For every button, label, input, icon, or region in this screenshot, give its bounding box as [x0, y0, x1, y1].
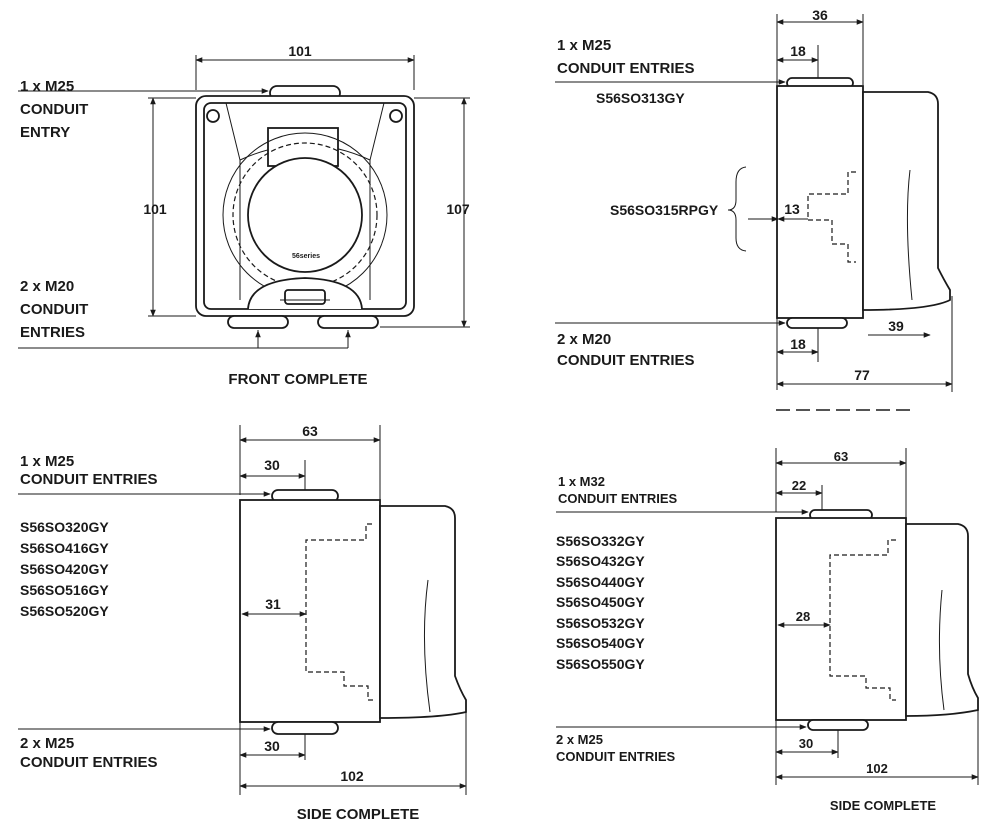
front-caption: FRONT COMPLETE	[228, 371, 367, 388]
side3-model-5: S56SO532GY	[556, 615, 645, 631]
side3-dim-102: 102	[866, 761, 888, 776]
side3-model-4: S56SO450GY	[556, 594, 645, 610]
side3-model-2: S56SO432GY	[556, 553, 645, 569]
side3-caption: SIDE COMPLETE	[830, 798, 937, 813]
side3-model-7: S56SO550GY	[556, 656, 645, 672]
side1-model-b: S56SO315RPGY	[610, 202, 719, 218]
side1-top-entry-2: CONDUIT ENTRIES	[557, 60, 695, 77]
front-top-entry-1: 1 x M25	[20, 78, 74, 95]
front-height-dim: 101	[143, 201, 167, 217]
front-bottom-entry-3: ENTRIES	[20, 324, 85, 341]
side2-model-3: S56SO420GY	[20, 561, 109, 577]
side1-model-a: S56SO313GY	[596, 90, 685, 106]
side3-model-1: S56SO332GY	[556, 533, 645, 549]
side1-bottom-entry-1: 2 x M20	[557, 331, 611, 348]
side2-model-1: S56SO320GY	[20, 519, 109, 535]
side1-dim-77: 77	[854, 367, 870, 383]
side1-top-dim: 36	[812, 7, 828, 23]
side3-bottom-entry-2: CONDUIT ENTRIES	[556, 749, 676, 764]
side2-model-2: S56SO416GY	[20, 540, 109, 556]
side3-top-entry-1: 1 x M32	[558, 474, 605, 489]
side2-model-4: S56SO516GY	[20, 582, 109, 598]
side-view-1: 36 18 13 18 39 77 1 x M25 CONDUIT ENTR	[555, 7, 953, 411]
side2-top-entry-1: 1 x M25	[20, 453, 74, 470]
side2-bottom-entry-1: 2 x M25	[20, 735, 74, 752]
front-total-height-dim: 107	[446, 201, 470, 217]
side-view-3: 63 22 28 30 102 1 x M32 CONDUIT ENTRIES …	[556, 448, 979, 813]
side1-dim-18-bottom: 18	[790, 336, 806, 352]
side3-dim-28: 28	[796, 609, 810, 624]
side1-bottom-entry-2: CONDUIT ENTRIES	[557, 352, 695, 369]
side3-top-entry-2: CONDUIT ENTRIES	[558, 491, 678, 506]
side2-dim-30-bottom: 30	[264, 738, 280, 754]
side2-bottom-entry-2: CONDUIT ENTRIES	[20, 754, 158, 771]
front-width-dim: 101	[288, 43, 312, 59]
side3-model-6: S56SO540GY	[556, 635, 645, 651]
side2-caption: SIDE COMPLETE	[297, 806, 420, 823]
side3-dim-63: 63	[834, 449, 848, 464]
side3-dim-30: 30	[799, 736, 813, 751]
front-top-entry-3: ENTRY	[20, 124, 70, 141]
side2-model-5: S56SO520GY	[20, 603, 109, 619]
side2-dim-31: 31	[265, 596, 281, 612]
brand-logo: 56series	[292, 253, 320, 260]
side2-dim-102: 102	[340, 768, 364, 784]
front-view: 101 101 107 56series	[18, 43, 470, 388]
side2-dim-30-top: 30	[264, 457, 280, 473]
side2-top-entry-2: CONDUIT ENTRIES	[20, 471, 158, 488]
front-top-entry-2: CONDUIT	[20, 101, 88, 118]
side1-dim-13: 13	[784, 201, 800, 217]
side3-dim-22: 22	[792, 478, 806, 493]
side2-dim-63: 63	[302, 423, 318, 439]
side1-dim-18-top: 18	[790, 43, 806, 59]
side1-dim-39: 39	[888, 318, 904, 334]
front-bottom-entry-2: CONDUIT	[20, 301, 88, 318]
front-bottom-entry-1: 2 x M20	[20, 278, 74, 295]
side3-bottom-entry-1: 2 x M25	[556, 732, 603, 747]
side3-model-3: S56SO440GY	[556, 574, 645, 590]
side1-top-entry-1: 1 x M25	[557, 37, 611, 54]
side-view-2: 63 30 31 30 102 1 x M25 CONDUIT ENTRIES …	[18, 423, 467, 823]
